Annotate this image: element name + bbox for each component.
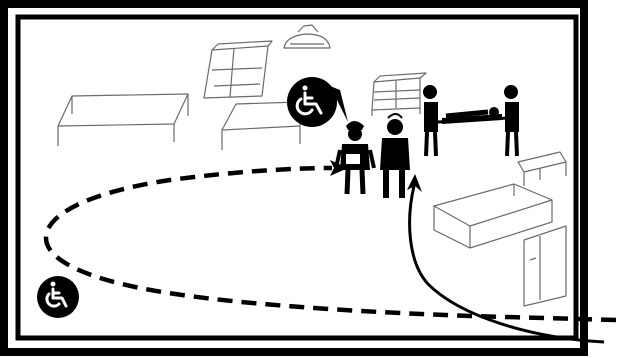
bed-left bbox=[58, 94, 188, 146]
nurse-figure bbox=[336, 121, 374, 194]
stretcher-bed bbox=[438, 107, 508, 124]
carrier-right bbox=[504, 85, 519, 156]
bed-right bbox=[434, 184, 552, 248]
stool-right bbox=[518, 152, 566, 186]
carrier-left bbox=[423, 85, 438, 156]
wardrobe-right bbox=[524, 226, 566, 306]
doctor-figure bbox=[380, 114, 410, 198]
corner-badge bbox=[37, 276, 79, 318]
frame-outer bbox=[4, 4, 584, 352]
speech-bubble bbox=[287, 77, 348, 127]
frame bbox=[4, 4, 584, 352]
ceiling-lamp bbox=[284, 25, 330, 48]
frame-inner bbox=[18, 17, 576, 338]
background-furniture bbox=[58, 25, 566, 306]
drawer-cabinet bbox=[372, 73, 426, 116]
cabinet-top bbox=[204, 41, 272, 98]
stretcher-group bbox=[423, 85, 519, 156]
